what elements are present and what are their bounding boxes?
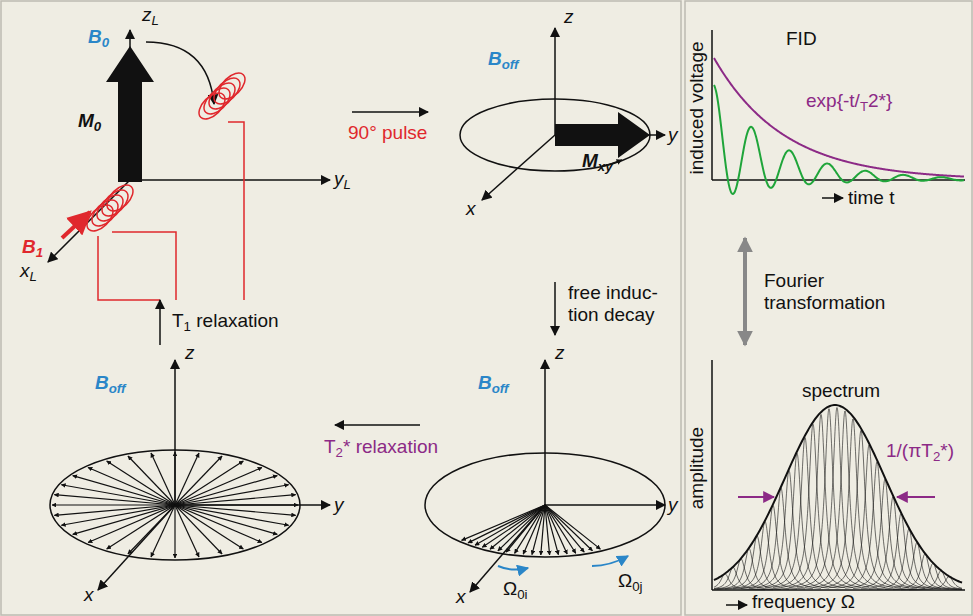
lab-frame <box>48 30 330 262</box>
magnetization-arrow <box>106 46 154 182</box>
label: FID <box>786 28 817 50</box>
fid-axes <box>712 30 965 198</box>
text-part: 2*} <box>868 90 892 111</box>
label: M0 <box>78 110 101 132</box>
label: zL <box>142 4 159 26</box>
label: x <box>456 586 466 608</box>
subscript: off <box>492 381 509 396</box>
spin-vectors <box>462 505 601 555</box>
subscript: off <box>109 381 126 396</box>
text-part: B <box>95 372 109 393</box>
subscript: L <box>152 13 159 28</box>
label: Boff <box>488 48 518 70</box>
text-part: *) <box>940 440 954 461</box>
text-part: 1/(πT <box>886 440 933 461</box>
label: T1 relaxation <box>172 310 279 332</box>
subscript: xy <box>598 159 613 174</box>
label: x <box>84 584 94 606</box>
label: Boff <box>95 372 125 394</box>
text-part: B <box>488 48 502 69</box>
step-arrow <box>352 111 428 113</box>
text-part: B <box>22 236 36 257</box>
spectral-lines <box>714 408 962 590</box>
text-part: relaxation <box>191 310 279 331</box>
dephased-frame <box>50 360 330 590</box>
right-panel <box>685 1 972 615</box>
label: y <box>334 494 344 516</box>
label: frequency Ω <box>752 591 855 613</box>
text-part: x <box>20 260 30 281</box>
label: z <box>185 342 195 364</box>
text-part: T <box>172 310 184 331</box>
coil-wire <box>98 122 244 300</box>
text-part: M <box>582 150 598 171</box>
spin-vectors <box>52 452 298 558</box>
label: B0 <box>88 26 109 48</box>
subscript: L <box>344 177 351 192</box>
label: y <box>668 494 678 516</box>
label: B1 <box>22 236 43 258</box>
text-part: T <box>324 436 336 457</box>
text-part: y <box>334 168 344 189</box>
subscript: 1 <box>184 319 191 334</box>
left-panel <box>1 1 681 615</box>
label: Ω0i <box>503 578 528 600</box>
subscript: 1 <box>36 245 43 260</box>
subscript: T <box>860 99 868 114</box>
fid-signal <box>714 85 964 194</box>
label: T2* relaxation <box>324 436 438 458</box>
subscript: 0 <box>94 119 101 134</box>
spectrum-envelope <box>714 405 962 583</box>
step-arrow <box>335 424 420 426</box>
transform-arrow <box>743 238 747 345</box>
text-part: * relaxation <box>343 436 438 457</box>
text-part: M <box>78 110 94 131</box>
label: spectrum <box>802 380 880 402</box>
decay-envelope <box>714 58 964 177</box>
subscript: off <box>502 57 519 72</box>
text-part: Ω <box>503 578 517 599</box>
label: Fourier transformation <box>764 270 914 314</box>
label: Mxy <box>582 150 613 172</box>
label: induced voltage <box>686 41 708 174</box>
b1-arrow <box>62 212 90 238</box>
label: xL <box>20 260 37 282</box>
label: yL <box>334 168 351 190</box>
linewidth-arrow <box>738 496 935 498</box>
label: free induc- tion decay <box>568 282 676 326</box>
label: x <box>466 198 476 220</box>
label: exp{-t/T2*} <box>806 90 892 112</box>
text-part: Ω <box>618 570 632 591</box>
step-arrow <box>554 282 556 335</box>
label: z <box>564 6 574 28</box>
label: 1/(πT2*) <box>886 440 954 462</box>
subscript: 0 <box>102 35 109 50</box>
label: 90° pulse <box>348 122 427 144</box>
label: Boff <box>478 372 508 394</box>
label: amplitude <box>686 427 708 509</box>
step-arrow <box>159 300 161 345</box>
text-part: B <box>88 26 102 47</box>
label: Ω0j <box>618 570 643 592</box>
spectrum-axes <box>712 360 965 605</box>
subscript: L <box>30 269 37 284</box>
label: y <box>668 124 678 146</box>
text-part: B <box>478 372 492 393</box>
magnetization-arrow <box>555 112 650 158</box>
subscript: 0j <box>632 579 642 594</box>
label: time t <box>848 187 894 209</box>
label: z <box>555 342 565 364</box>
dephasing-frame <box>425 360 665 592</box>
subscript: 2 <box>336 445 343 460</box>
subscript: 2 <box>933 449 940 464</box>
precession-arrow <box>498 556 628 570</box>
subscript: 0i <box>517 587 527 602</box>
text-part: exp{-t/ <box>806 90 860 111</box>
rf-coil <box>82 68 249 235</box>
text-part: z <box>142 4 152 25</box>
rotating-frame <box>460 28 665 200</box>
